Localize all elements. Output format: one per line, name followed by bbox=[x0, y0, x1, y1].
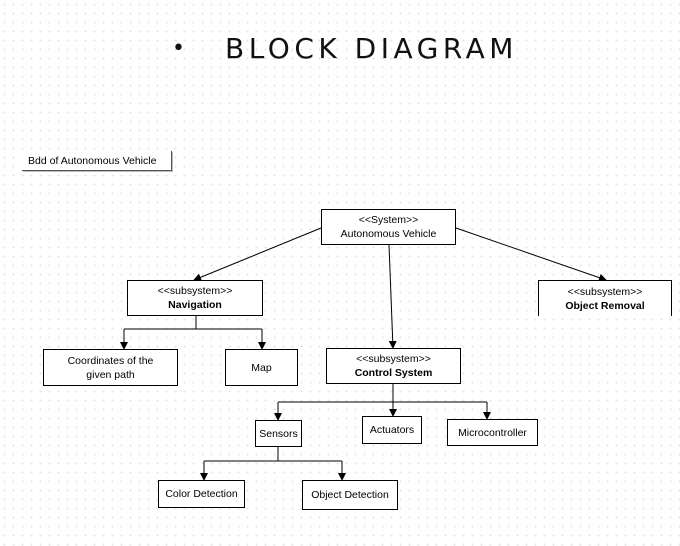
block-object-detection: Object Detection bbox=[302, 480, 398, 510]
block-name: Map bbox=[251, 361, 272, 374]
block-control-system: <<subsystem>> Control System bbox=[326, 348, 461, 384]
block-name: Autonomous Vehicle bbox=[340, 228, 437, 240]
block-microcontroller: Microcontroller bbox=[447, 419, 538, 446]
block-name: Sensors bbox=[259, 427, 298, 440]
diagram-label: Bdd of Autonomous Vehicle bbox=[22, 151, 172, 171]
block-navigation: <<subsystem>> Navigation bbox=[127, 280, 263, 316]
block-actuators: Actuators bbox=[362, 416, 422, 444]
block-name: Navigation bbox=[168, 299, 222, 311]
block-autonomous-vehicle: <<System>> Autonomous Vehicle bbox=[321, 209, 456, 245]
block-name: Object Removal bbox=[565, 299, 645, 312]
block-map: Map bbox=[225, 349, 298, 386]
edge-root-control-system bbox=[388, 244, 397, 349]
title-text: BLOCK DIAGRAM bbox=[224, 31, 518, 65]
slide-title: • BLOCK DIAGRAM bbox=[172, 28, 518, 68]
edge-root-object-removal bbox=[455, 227, 607, 282]
block-stereotype: <<System>> bbox=[358, 214, 419, 226]
block-name: Control System bbox=[354, 367, 433, 379]
block-coordinates: Coordinates of the given path bbox=[43, 349, 178, 386]
block-stereotype: <<subsystem>> bbox=[567, 285, 643, 298]
block-color-detection: Color Detection bbox=[158, 480, 245, 508]
block-object-removal: <<subsystem>> Object Removal bbox=[538, 280, 672, 316]
block-name: Microcontroller bbox=[458, 426, 527, 439]
title-bullet: • bbox=[172, 35, 185, 61]
block-stereotype: <<subsystem>> bbox=[157, 285, 233, 297]
block-name: Actuators bbox=[369, 424, 415, 436]
block-name: Object Detection bbox=[311, 489, 389, 501]
block-sensors: Sensors bbox=[255, 420, 302, 447]
block-stereotype: <<subsystem>> bbox=[356, 353, 431, 365]
block-name: Coordinates of the given path bbox=[67, 354, 154, 381]
edge-root-navigation bbox=[193, 227, 322, 282]
block-name: Color Detection bbox=[165, 488, 238, 500]
